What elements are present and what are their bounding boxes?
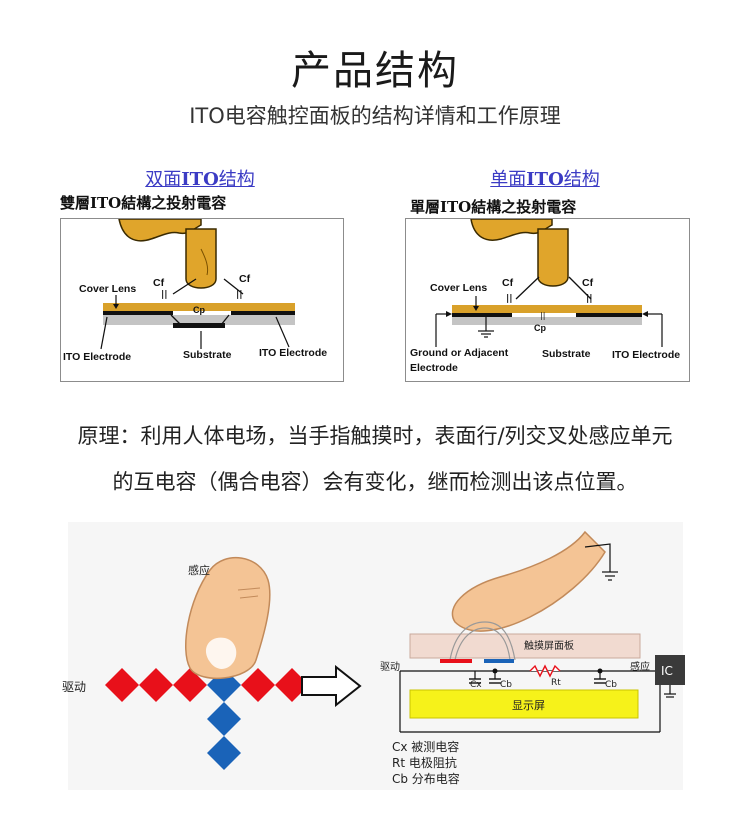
right-label-cover-lens: Cover Lens bbox=[430, 282, 488, 294]
cb-right-label: Cb bbox=[605, 680, 617, 690]
left-substrate bbox=[103, 315, 295, 325]
left-label-cf-right: Cf bbox=[239, 273, 251, 285]
svg-text:||: || bbox=[236, 290, 243, 300]
touch-panel-layer bbox=[409, 633, 641, 659]
cx-label: Cx bbox=[470, 680, 482, 690]
left-finger-tip bbox=[185, 228, 217, 289]
right-label-cf-left: Cf bbox=[502, 277, 514, 289]
page-subtitle: ITO电容触控面板的结构详情和工作原理 bbox=[189, 104, 561, 128]
right-label-cp: Cp bbox=[534, 323, 546, 333]
ic-chip bbox=[655, 655, 685, 685]
right-ito-right bbox=[576, 313, 642, 317]
drive-electrode bbox=[440, 659, 472, 663]
circuit-sense-label: 感应 bbox=[630, 662, 650, 673]
legend-cb: Cb 分布电容 bbox=[392, 772, 460, 786]
right-diagram-caption: 单面ITO结构 bbox=[490, 169, 600, 190]
display-label: 显示屏 bbox=[512, 699, 545, 712]
principle-line-2: 的互电容（偶合电容）会有变化，继而检测出该点位置。 bbox=[112, 470, 638, 494]
left-ito-left bbox=[103, 311, 173, 315]
legend-rt: Rt 电极阻抗 bbox=[392, 756, 457, 770]
touch-panel-label: 触摸屏面板 bbox=[524, 641, 574, 652]
left-ito-right bbox=[231, 311, 295, 315]
sense-label: 感应 bbox=[188, 564, 210, 577]
right-substrate bbox=[452, 317, 642, 325]
right-label-cf-right: Cf bbox=[582, 277, 594, 289]
left-label-cp: Cp bbox=[193, 305, 205, 315]
svg-text:||: || bbox=[586, 294, 593, 304]
left-diagram-svg: || || bbox=[100, 219, 295, 350]
rt-resistor bbox=[529, 664, 561, 678]
right-ito-left bbox=[452, 313, 512, 317]
left-diagram-panel: || || Cover Lens Cf Cf Cp ITO Electrode … bbox=[60, 218, 344, 382]
left-finger-crease bbox=[200, 248, 209, 276]
cb-left-label: Cb bbox=[500, 680, 512, 690]
left-label-substrate: Substrate bbox=[183, 349, 232, 361]
left-diagram-caption: 双面ITO结构 bbox=[145, 169, 255, 190]
display-layer bbox=[409, 689, 639, 719]
circuit-finger bbox=[451, 530, 606, 632]
left-cover-lens bbox=[103, 303, 295, 311]
right-cover-lens bbox=[452, 305, 642, 313]
sense-electrode bbox=[484, 659, 514, 663]
left-label-cf-left: Cf bbox=[153, 277, 165, 289]
rt-label: Rt bbox=[551, 678, 561, 688]
right-label-ito-right: ITO Electrode bbox=[612, 349, 681, 361]
right-label-substrate: Substrate bbox=[542, 348, 591, 360]
drive-diamonds bbox=[105, 668, 309, 702]
left-label-ito-left: ITO Electrode bbox=[63, 351, 132, 363]
right-label-electrode: Electrode bbox=[410, 362, 458, 374]
right-diagram-subcaption: 單層ITO結構之投射電容 bbox=[410, 198, 577, 216]
drive-label: 驱动 bbox=[62, 680, 87, 694]
circuit-drive-label: 驱动 bbox=[380, 662, 400, 673]
right-diagram-panel: || || || Cover Lens Cf Cf Cp Ground or A… bbox=[405, 218, 690, 382]
page-title: 产品结构 bbox=[291, 48, 459, 94]
right-diagram-svg: || || || bbox=[435, 219, 663, 347]
fingernail bbox=[205, 637, 237, 669]
right-label-ground: Ground or Adjacent bbox=[410, 347, 509, 359]
legend-cx: Cx 被测电容 bbox=[392, 740, 460, 754]
circuit-diagram-svg bbox=[399, 530, 685, 733]
svg-text:||: || bbox=[506, 294, 513, 304]
left-diagram-subcaption: 雙層ITO結構之投射電容 bbox=[60, 194, 227, 212]
process-arrow-icon bbox=[301, 665, 362, 707]
left-label-cover-lens: Cover Lens bbox=[79, 283, 137, 295]
electrode-grid-svg bbox=[105, 556, 309, 770]
principle-line-1: 原理：利用人体电场，当手指触摸时，表面行/列交叉处感应单元 bbox=[77, 424, 673, 448]
svg-text:||: || bbox=[161, 290, 168, 300]
ic-label: IC bbox=[661, 664, 673, 678]
svg-text:||: || bbox=[540, 311, 545, 320]
left-label-ito-right: ITO Electrode bbox=[259, 347, 328, 359]
